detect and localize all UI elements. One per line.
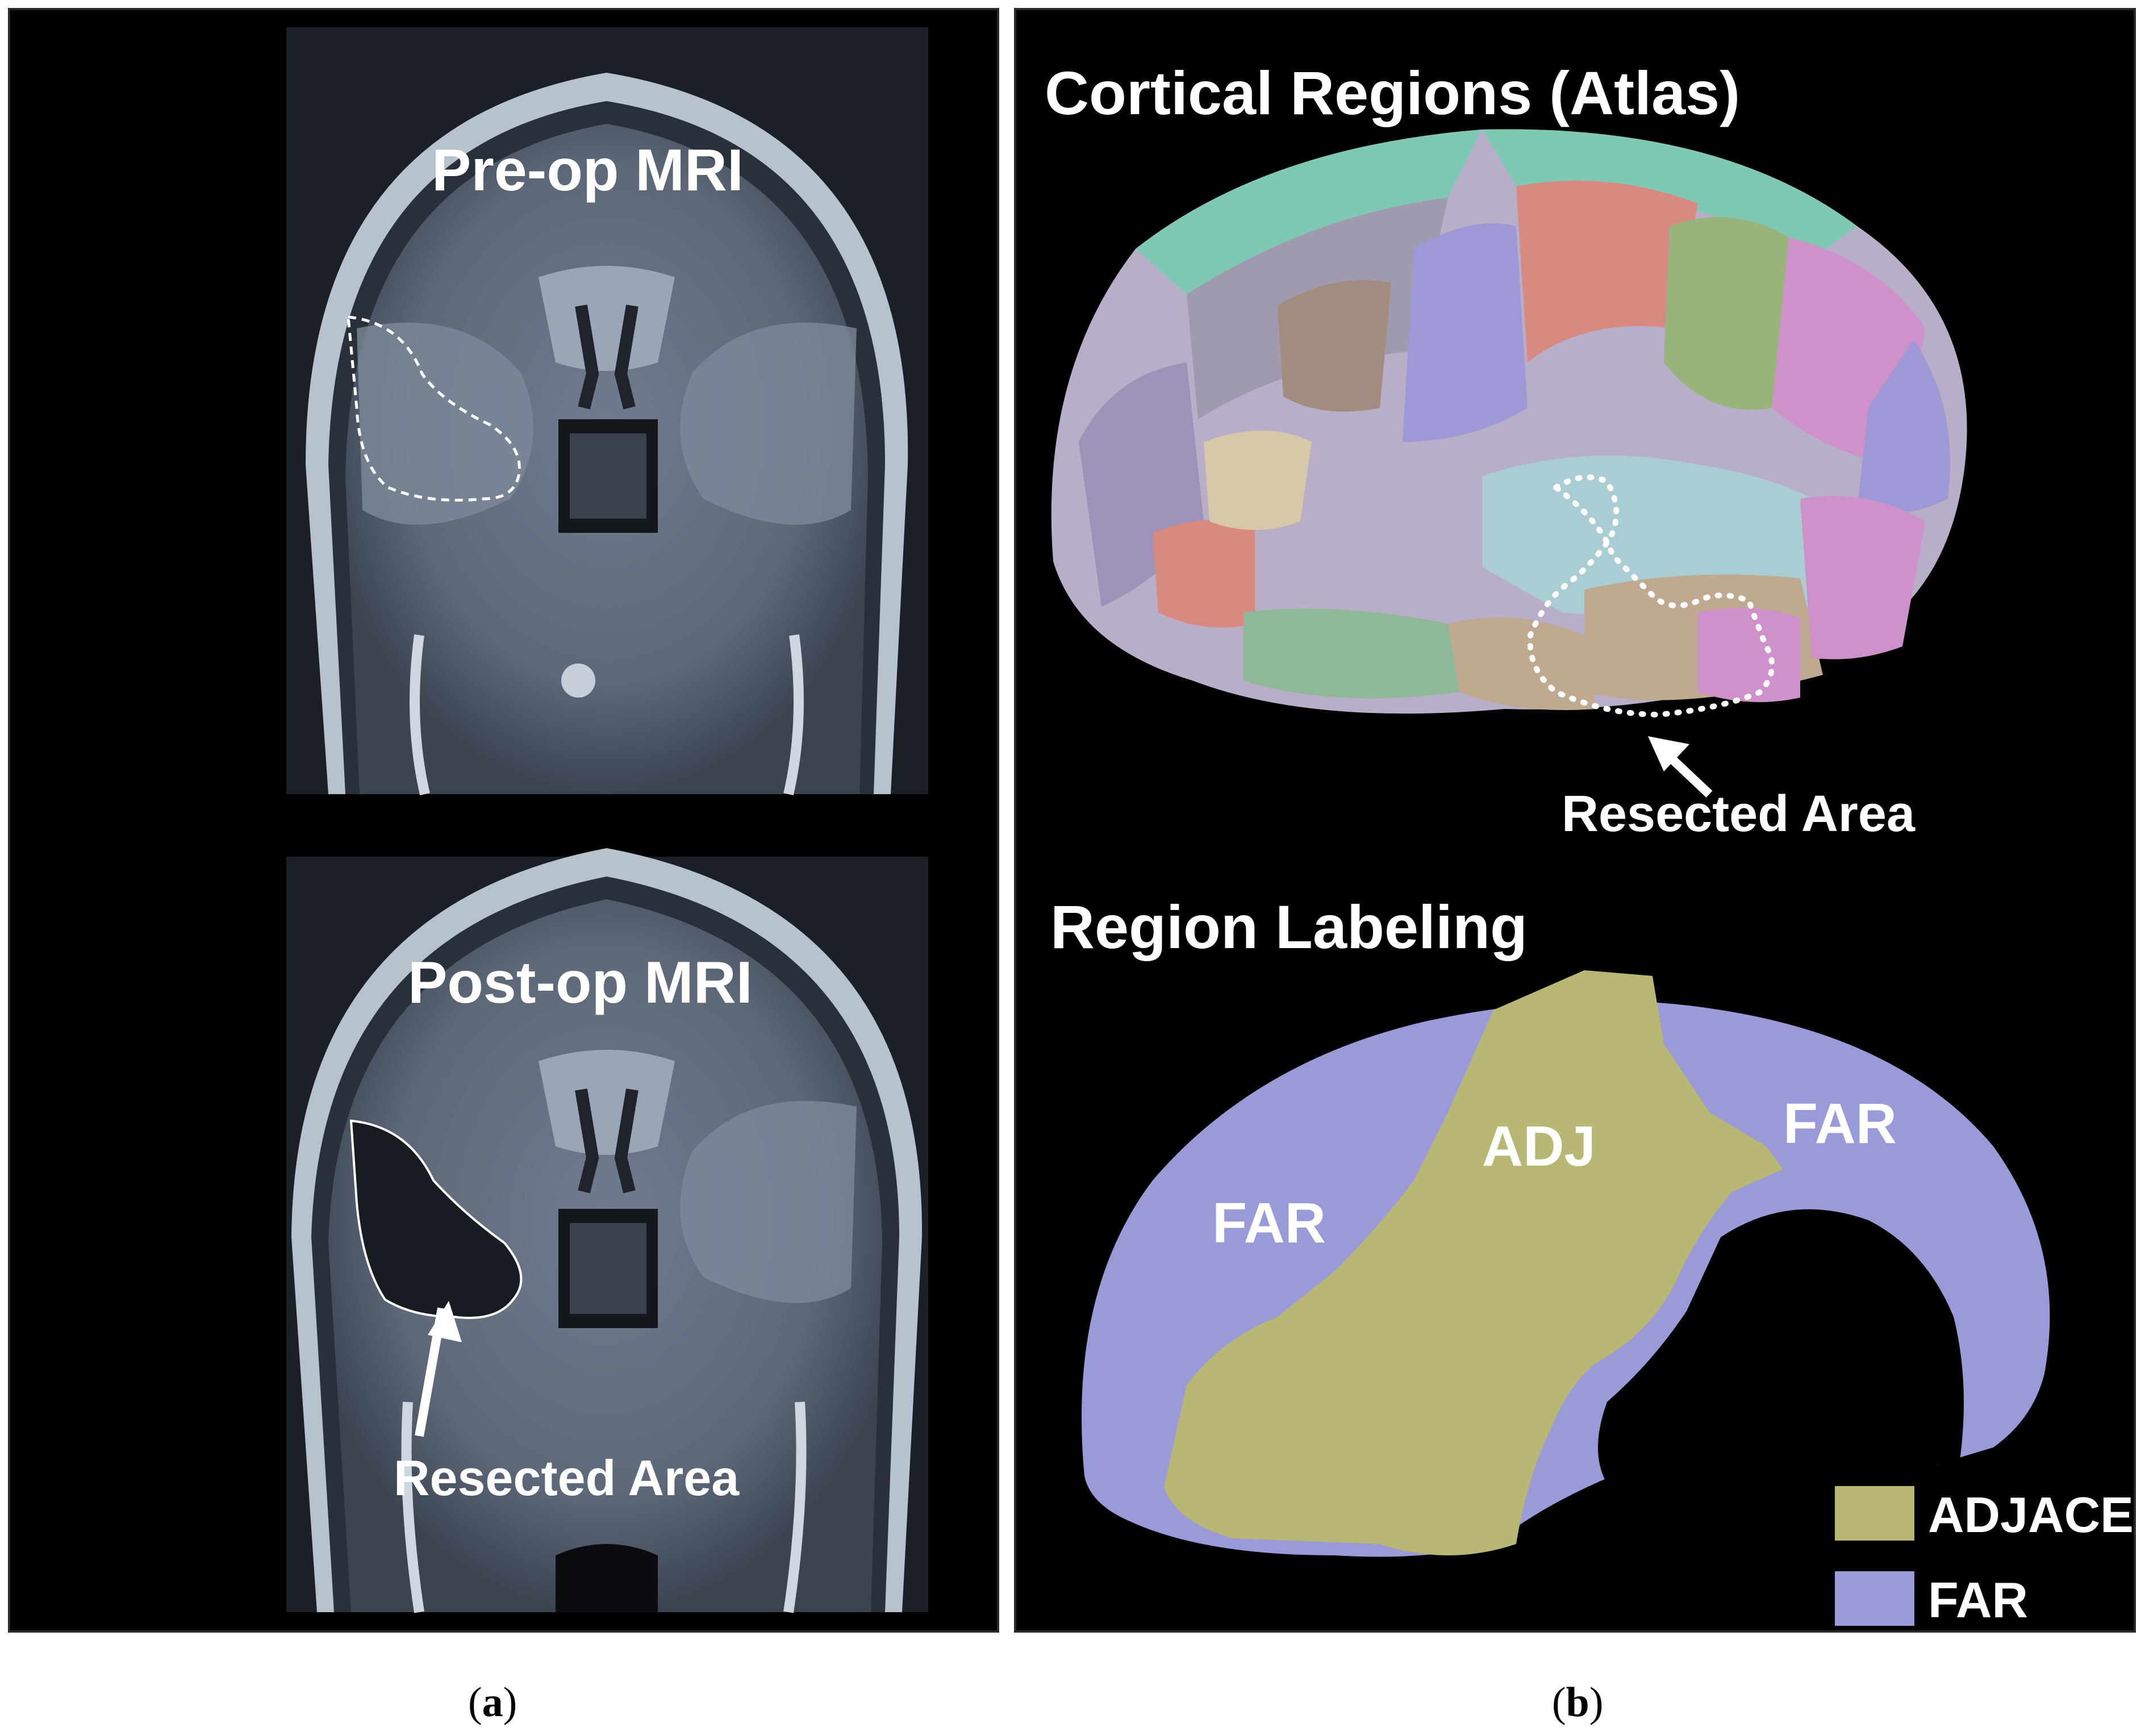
region-label-far-right: FAR xyxy=(1783,1092,1897,1155)
mri-illustrations xyxy=(286,27,928,1613)
legend-label-far: FAR xyxy=(1928,1572,2028,1628)
labeling-title: Region Labeling xyxy=(1050,892,1528,961)
pre-op-mri-image xyxy=(286,27,928,796)
post-op-annotation: Resected Area xyxy=(394,1450,740,1506)
region-label-far-left: FAR xyxy=(1212,1191,1326,1255)
post-op-title: Post-op MRI xyxy=(408,950,753,1016)
post-op-resection-outline xyxy=(349,1119,523,1319)
atlas-title: Cortical Regions (Atlas) xyxy=(1045,59,1741,127)
post-op-arrow-head xyxy=(428,1301,462,1342)
panel-b-cortex: Cortical Regions (Atlas) Resected Area R… xyxy=(1014,8,2136,1633)
atlas-brain xyxy=(1051,129,1967,798)
pre-op-resection-outline xyxy=(347,315,521,502)
caption-a: (a) xyxy=(468,1679,518,1726)
post-op-mri-image xyxy=(286,848,928,1613)
panel-a-mri: Pre-op MRI Post-op MRI Resected Area xyxy=(8,8,999,1633)
cortex-illustrations xyxy=(1051,129,2050,1626)
caption-b: (b) xyxy=(1552,1679,1604,1726)
region-label-adj: ADJ xyxy=(1482,1115,1596,1178)
atlas-arrow-head xyxy=(1648,736,1689,771)
atlas-annotation: Resected Area xyxy=(1562,786,1916,842)
legend-swatch-far xyxy=(1835,1571,1914,1626)
legend-swatch-adjacent xyxy=(1835,1486,1914,1541)
legend-label-adjacent: ADJACENT xyxy=(1928,1487,2134,1543)
labeling-brain xyxy=(1082,970,2050,1557)
atlas-resection-outline xyxy=(1527,474,1775,718)
pre-op-title: Pre-op MRI xyxy=(432,137,744,203)
